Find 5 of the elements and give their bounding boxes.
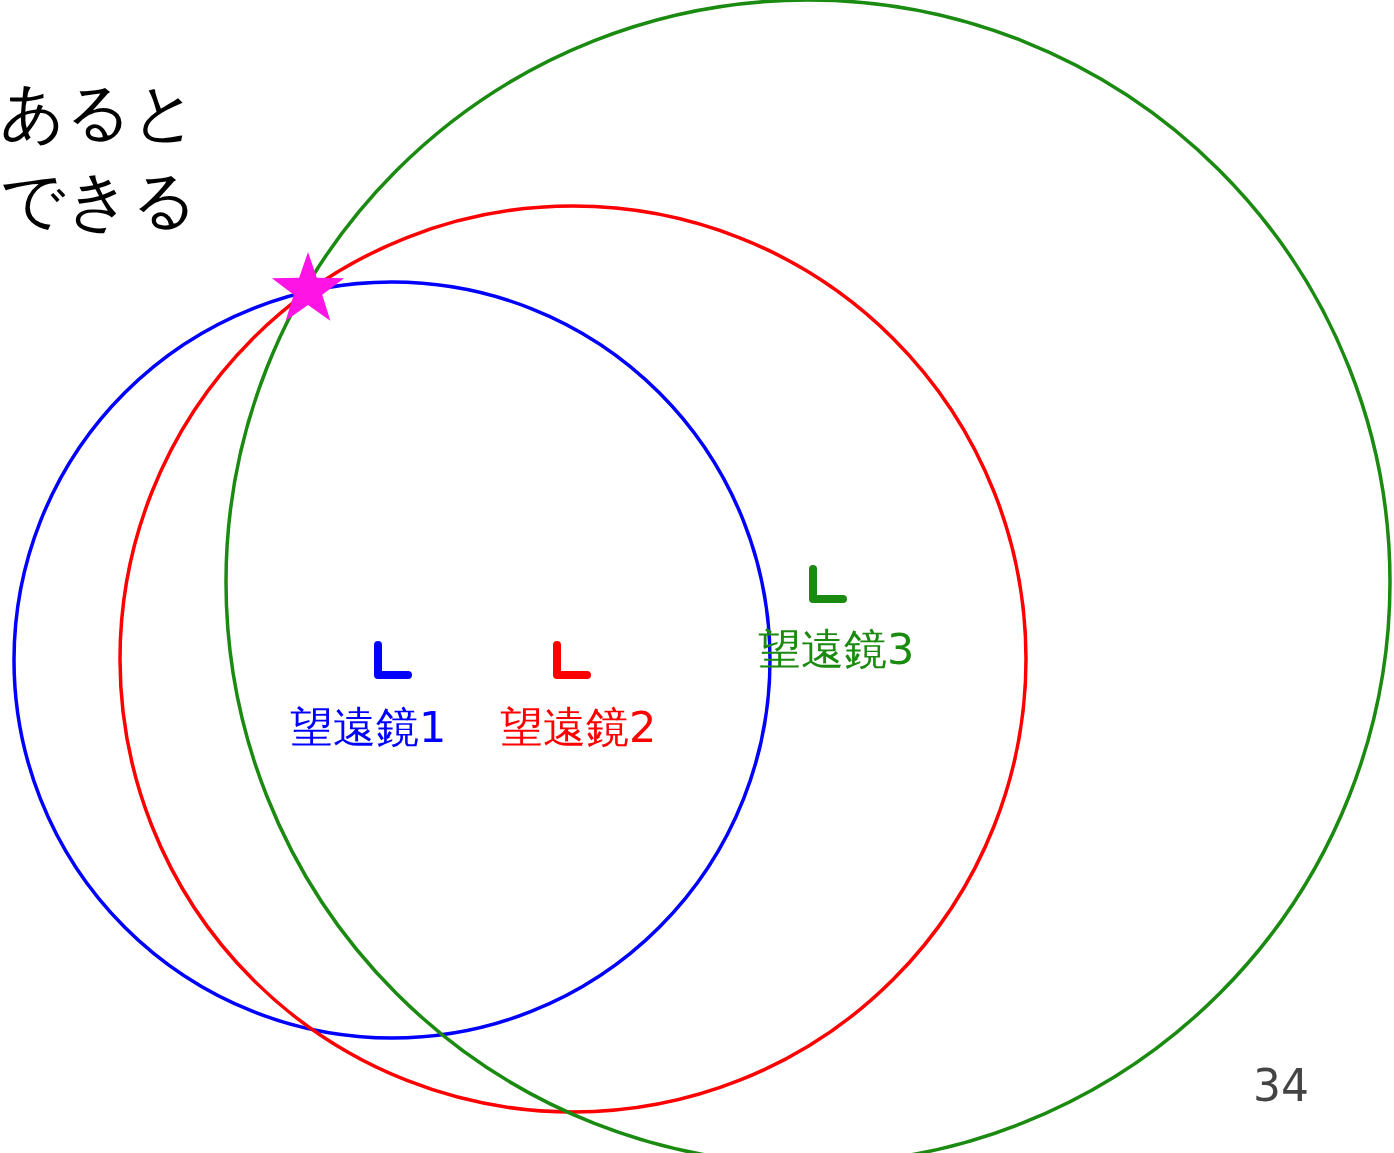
page-number: 34 (1253, 1064, 1309, 1108)
telescope-label: 望遠鏡2 (500, 706, 657, 749)
body-text: あると (0, 80, 198, 144)
telescope-label: 望遠鏡1 (290, 706, 447, 749)
body-text: できる (0, 168, 198, 232)
